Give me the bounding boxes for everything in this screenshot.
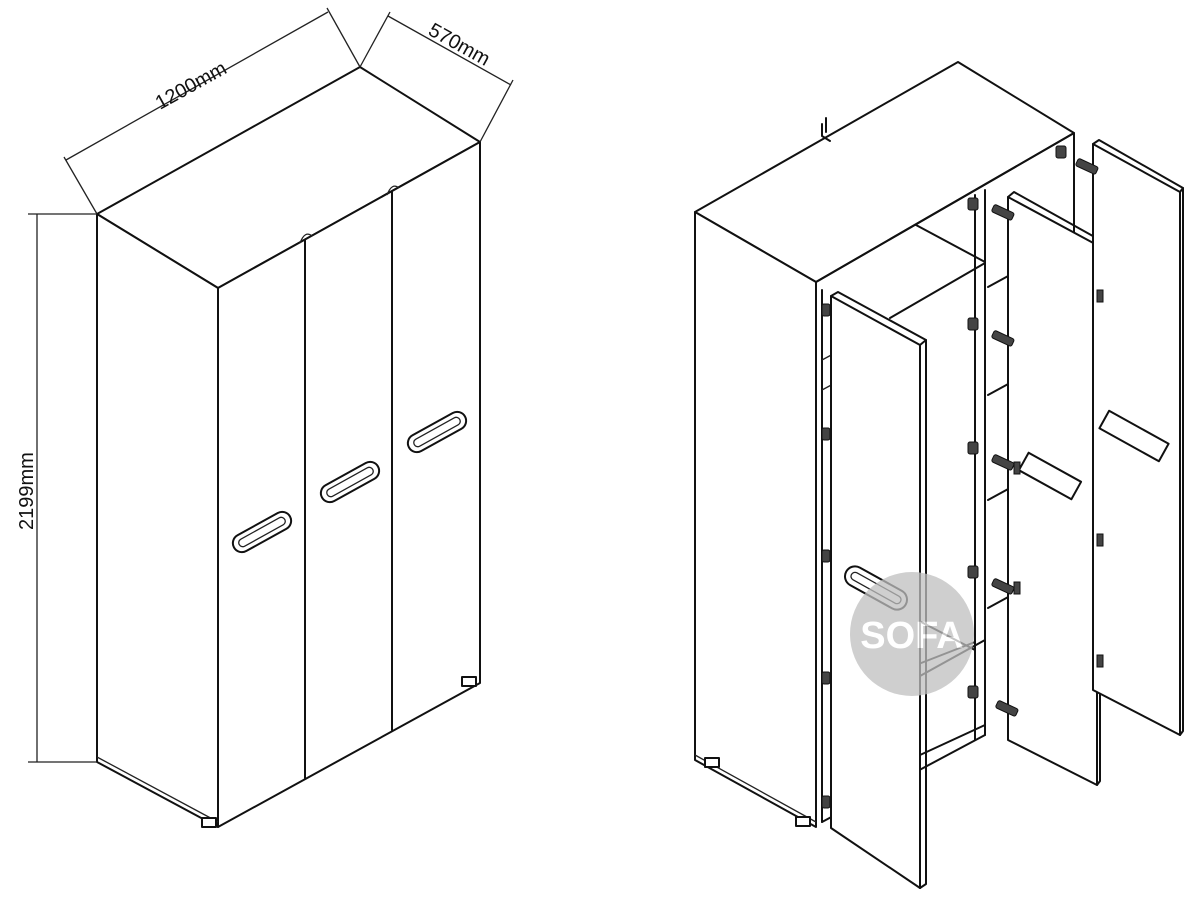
door-seam-2-top [386,185,400,196]
right-shelves [987,274,1011,609]
watermark-circle [850,572,974,696]
door-seam-1-top [299,233,313,244]
carcass-foot [704,757,720,768]
width-label: 1200mm [152,57,231,114]
depth-label: 570mm [425,19,494,71]
door-2-handle [319,460,381,504]
plinth-line [96,756,219,823]
wardrobe-left-side [96,213,219,828]
carcass-back-edge [815,132,1075,283]
open-wardrobe [694,61,1184,889]
dimension-height: 2199mm [16,213,97,763]
wardrobe-front [217,141,481,828]
right-open-door [1092,139,1184,736]
middle-open-door [1007,191,1101,786]
middle-door-rail [1017,451,1083,501]
carcass-foot [795,816,811,827]
wardrobe-foot [201,817,217,828]
closed-wardrobe [96,66,481,828]
wall-bracket [821,117,831,142]
carcass-left-side [694,211,817,828]
door-3-handle [406,410,468,454]
door-1-handle [231,510,293,554]
watermark-text: SOFA [860,615,963,657]
sofa-watermark: SOFA [850,572,974,696]
right-door-rail [1098,409,1170,463]
shelf-top-left [889,224,986,319]
hinges [821,145,1104,809]
height-label: 2199mm [16,452,38,530]
wardrobe-foot [461,676,477,687]
